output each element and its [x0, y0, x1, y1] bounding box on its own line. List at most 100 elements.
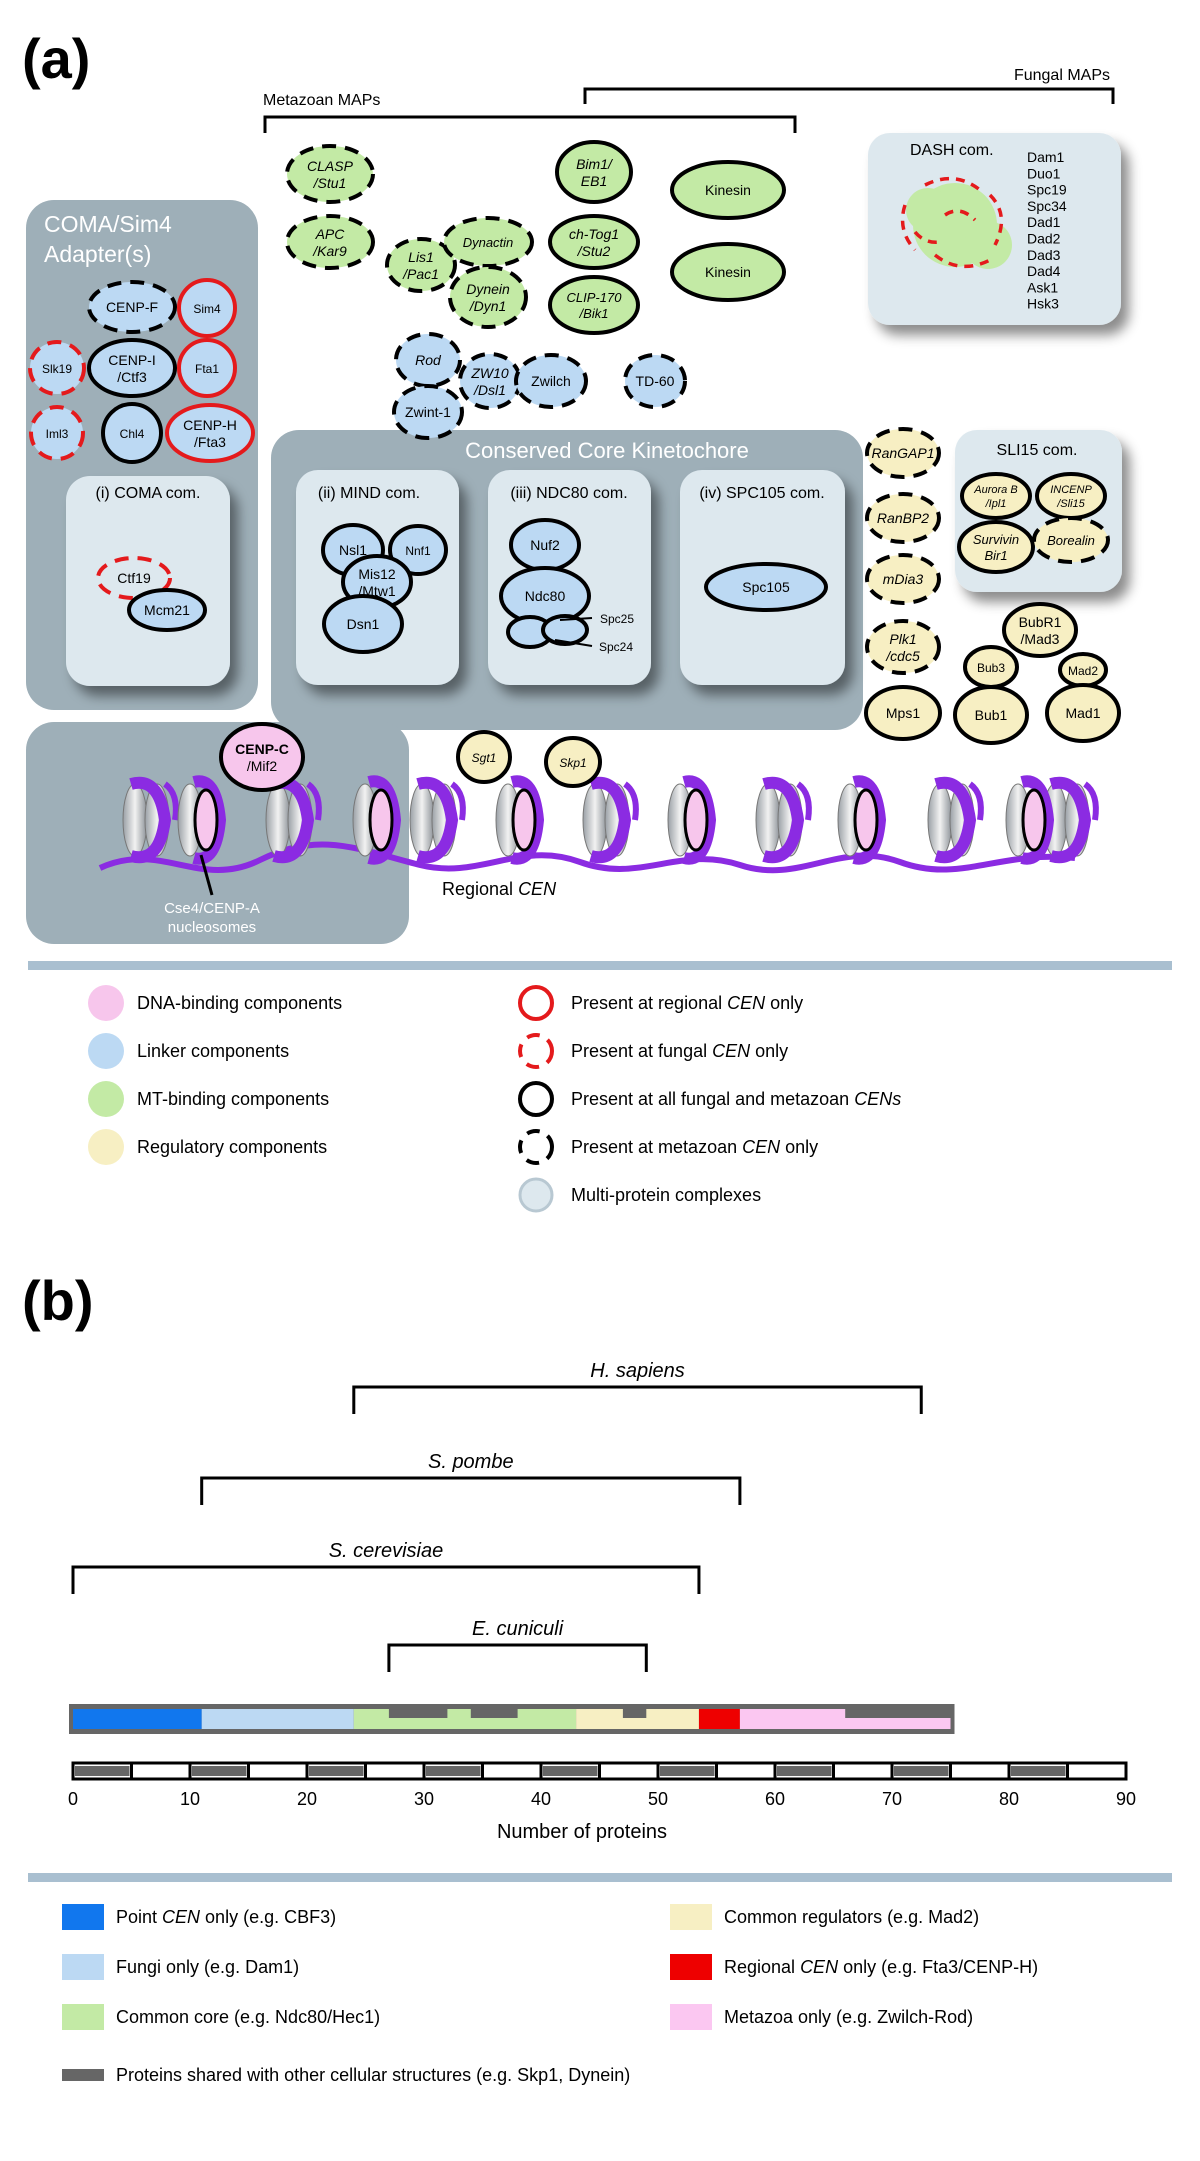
- protein-td-60: TD-60: [623, 353, 687, 409]
- legend-swatch: [670, 2004, 712, 2030]
- protein-name: TD-60: [636, 373, 675, 389]
- axis-ruler-block: [718, 1766, 773, 1776]
- protein-name: Dynein: [466, 281, 510, 297]
- shared-protein-segment: [622, 1709, 647, 1718]
- protein-name: Bub1: [975, 707, 1008, 723]
- protein-sgt1: Sgt1: [456, 730, 512, 784]
- dash-member: Duo1: [1027, 165, 1061, 181]
- protein-name: CENP-I: [108, 352, 155, 368]
- category-segment: [353, 1709, 577, 1729]
- protein-name: Zwilch: [531, 373, 571, 389]
- x-axis-label: Number of proteins: [497, 1821, 667, 1843]
- protein-alias: EB1: [581, 173, 607, 189]
- protein-ch-tog1: ch-Tog1/Stu2: [548, 214, 640, 270]
- protein-alias: /Bik1: [579, 306, 609, 321]
- dash-member: Spc34: [1027, 198, 1067, 214]
- protein-nuf2: Nuf2: [509, 518, 581, 572]
- protein-alias: /Stu1: [313, 175, 347, 191]
- species-range-bracket: [200, 1476, 742, 1505]
- ndc80-complex-title: (iii) NDC80 com.: [510, 485, 627, 502]
- axis-ruler-block: [601, 1766, 656, 1776]
- category-segment: [576, 1709, 699, 1729]
- divider-a: [28, 961, 1172, 970]
- x-tick-label: 90: [1116, 1789, 1136, 1809]
- protein-name: Lis1: [408, 249, 434, 265]
- protein-name: Mad2: [1068, 664, 1098, 678]
- protein-name: Chl4: [120, 427, 145, 441]
- cenp-a-nucleosome-icon: [1005, 775, 1055, 865]
- protein-alias: /Dsl1: [473, 382, 506, 398]
- nucleosome-icon: [122, 776, 179, 864]
- protein-sim4: Sim4: [177, 278, 237, 338]
- protein-name: Nsl1: [339, 542, 367, 558]
- protein-plk1: Plk1/cdc5: [865, 619, 941, 675]
- legend-label: MT-binding components: [137, 1089, 329, 1109]
- nucleosome-icon: [409, 776, 466, 864]
- protein-rangap1: RanGAP1: [865, 427, 941, 479]
- protein-name: Slk19: [42, 362, 72, 376]
- legend-swatch: [88, 1129, 124, 1165]
- protein-dsn1: Dsn1: [322, 594, 404, 654]
- protein-clip-170: CLIP-170/Bik1: [548, 275, 640, 335]
- protein-alias: /Ipl1: [985, 498, 1007, 510]
- protein-alias: /Mif2: [247, 758, 278, 774]
- protein-name: Spc25: [600, 612, 634, 626]
- protein-name: ZW10: [470, 365, 509, 381]
- axis-ruler-block: [1069, 1766, 1124, 1776]
- legend-swatch: [88, 1033, 124, 1069]
- species-range-bracket: [352, 1385, 923, 1414]
- protein-slk19: Slk19: [28, 340, 86, 396]
- protein-name: APC: [315, 226, 346, 242]
- dash-member: Dad2: [1027, 231, 1061, 247]
- protein-alias: /Fta3: [194, 434, 226, 450]
- legend-label: Present at fungal CEN only: [571, 1041, 788, 1061]
- protein-name: INCENP: [1050, 484, 1092, 496]
- protein-mdia3: mDia3: [865, 553, 941, 605]
- axis-ruler-block: [75, 1766, 130, 1776]
- protein-borealin: Borealin: [1032, 516, 1110, 564]
- protein-name: Fta1: [195, 362, 219, 376]
- protein-bub3: Bub3: [963, 645, 1019, 689]
- regional-cen-label: Regional CEN: [442, 879, 557, 899]
- cenp-a-nucleosome-icon: [177, 775, 227, 865]
- regional-cen-chromatin: [98, 775, 1099, 874]
- protein-fta1: Fta1: [177, 338, 237, 398]
- axis-ruler-block: [192, 1766, 247, 1776]
- protein-ndc80: Ndc80: [499, 566, 591, 626]
- protein-alias: /Mad3: [1021, 631, 1060, 647]
- protein-name: CENP-C: [235, 741, 289, 757]
- legend-swatch: [62, 2004, 104, 2030]
- axis-ruler-block: [309, 1766, 364, 1776]
- protein-name: mDia3: [883, 571, 924, 587]
- protein-zwint-1: Zwint-1: [392, 384, 464, 440]
- coma-complex-title: (i) COMA com.: [96, 485, 201, 502]
- x-tick-label: 30: [414, 1789, 434, 1809]
- protein-alias: /Stu2: [577, 243, 611, 259]
- legend-label: Present at regional CEN only: [571, 993, 803, 1013]
- species-label: S. pombe: [428, 1451, 514, 1473]
- divider-b: [28, 1873, 1172, 1882]
- legend-swatch: [670, 1954, 712, 1980]
- protein-name: CLIP-170: [567, 290, 623, 305]
- legend-label: Common regulators (e.g. Mad2): [724, 1907, 979, 1927]
- protein-ranbp2: RanBP2: [865, 492, 941, 544]
- protein-name: Mcm21: [144, 602, 190, 618]
- legend-swatch: [62, 1904, 104, 1930]
- protein-name: CENP-H: [183, 417, 237, 433]
- protein-alias: /cdc5: [885, 648, 920, 664]
- protein-kinesin: Kinesin: [670, 160, 786, 220]
- cenp-a-nucleosome-icon: [352, 775, 402, 865]
- legend-border-swatch: [518, 1033, 554, 1069]
- protein-aurora-b: Aurora B/Ipl1: [960, 472, 1032, 520]
- legend-border-swatch: [518, 1081, 554, 1117]
- protein-iml3: Iml3: [29, 405, 85, 461]
- protein-name: BubR1: [1019, 614, 1062, 630]
- protein-bim1: Bim1/EB1: [555, 140, 633, 204]
- legend-label: Regulatory components: [137, 1137, 327, 1157]
- protein-apc: APC/Kar9: [285, 214, 375, 270]
- dash-member: Hsk3: [1027, 296, 1059, 312]
- axis-ruler-block: [133, 1766, 188, 1776]
- legend-label: Linker components: [137, 1041, 289, 1061]
- x-tick-label: 60: [765, 1789, 785, 1809]
